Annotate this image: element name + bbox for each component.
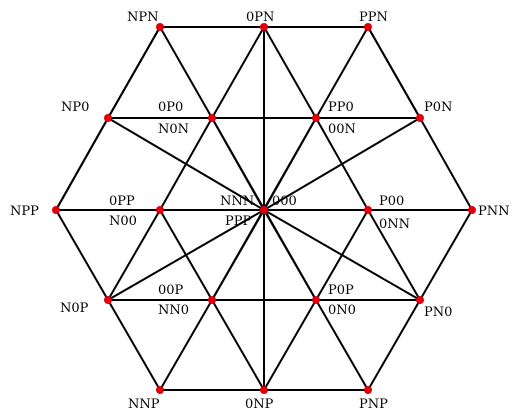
label-n00: N00	[109, 214, 137, 229]
edge-nn0-nnp	[159, 299, 213, 391]
node-pnp	[364, 386, 372, 394]
edge-p00-pn0	[367, 209, 421, 301]
node-p0n	[416, 114, 424, 122]
label-p00: P00	[379, 194, 404, 209]
edge-ppn-pp0	[315, 26, 369, 119]
node-ppn	[364, 23, 372, 31]
node-pn0	[416, 296, 424, 304]
label-pnn: PNN	[478, 204, 510, 219]
edge-nnn-pn0	[263, 209, 421, 301]
edge-npn-np0	[107, 26, 161, 119]
node-n00	[156, 206, 164, 214]
label-n0p: N0P	[60, 301, 89, 316]
edge-np0-nnn	[107, 117, 265, 211]
label-npn: NPN	[127, 10, 159, 25]
label-00n: 00N	[328, 122, 356, 137]
edge-p0n-pnn	[419, 117, 473, 211]
label-nnp: NNP	[128, 397, 160, 412]
edge-nnn-p0n	[263, 117, 421, 211]
label-pn0: PN0	[424, 305, 452, 320]
node-n0p	[104, 296, 112, 304]
node-nnp	[156, 386, 164, 394]
node-p00	[364, 206, 372, 214]
edge-pn0-pnp	[367, 299, 421, 391]
labels: NPN 0PN PPN NP0 0P0 N0N PP0 00N P0N NPP …	[10, 10, 510, 412]
edge-0n0-pnp	[315, 299, 369, 391]
label-p0n: P0N	[424, 100, 452, 115]
label-p0p: P0P	[328, 283, 354, 298]
label-n0n: N0N	[158, 122, 189, 137]
label-npp: NPP	[10, 204, 39, 219]
label-pnp: PNP	[359, 397, 388, 412]
edge-n0p-npp	[55, 209, 109, 301]
label-ppn: PPN	[359, 10, 388, 25]
label-pp0: PP0	[328, 100, 354, 115]
node-np0	[104, 114, 112, 122]
edge-0pn-0p0	[211, 26, 265, 119]
label-000: 000	[272, 194, 297, 209]
node-0pn	[260, 23, 268, 31]
node-0np	[260, 386, 268, 394]
edge-ppn-p0n	[367, 26, 421, 119]
node-npn	[156, 23, 164, 31]
edge-0n0-0np	[263, 299, 317, 391]
edge-np0-npp	[55, 117, 109, 211]
node-nnn	[260, 206, 268, 214]
edge-nnp-n0p	[107, 299, 161, 391]
edge-nn0-0np	[211, 299, 265, 391]
node-pp0	[312, 114, 320, 122]
label-0pn: 0PN	[246, 10, 274, 25]
label-0nn: 0NN	[379, 217, 410, 232]
nodes	[52, 23, 476, 394]
node-0p0	[208, 114, 216, 122]
label-0pp: 0PP	[109, 194, 135, 209]
node-pnn	[468, 206, 476, 214]
label-0np: 0NP	[245, 397, 274, 412]
node-nn0	[208, 296, 216, 304]
label-0n0: 0N0	[328, 303, 356, 318]
label-0p0: 0P0	[158, 100, 183, 115]
label-nn0: NN0	[158, 303, 189, 318]
node-npp	[52, 206, 60, 214]
edge-n0p-nnn	[107, 209, 265, 301]
label-00p: 00P	[158, 283, 184, 298]
edge-npn-0p0	[159, 26, 213, 119]
label-nnn: NNN	[220, 194, 254, 209]
label-np0: NP0	[61, 100, 89, 115]
label-ppp: PPP	[225, 214, 251, 229]
edge-n00-n0p	[107, 209, 161, 301]
edge-0pn-pp0	[263, 26, 317, 119]
edge-pnn-pn0	[419, 209, 473, 301]
node-0n0	[312, 296, 320, 304]
